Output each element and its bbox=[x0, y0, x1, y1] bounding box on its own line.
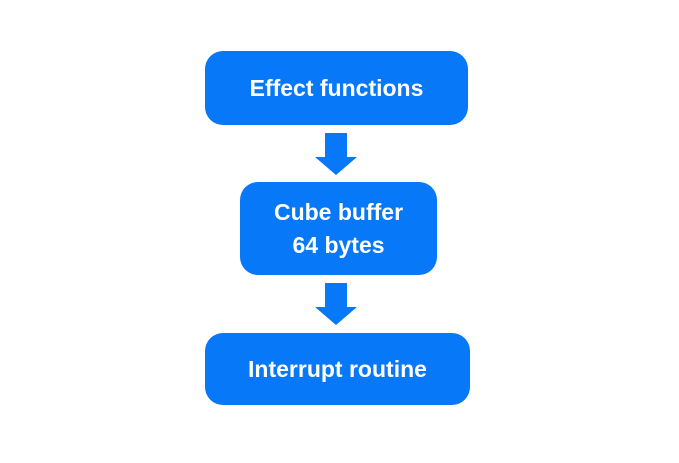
node-interrupt-routine: Interrupt routine bbox=[205, 333, 470, 405]
node-label: Effect functions bbox=[249, 74, 424, 101]
arrow-down-icon bbox=[315, 283, 357, 325]
node-effect-functions: Effect functions bbox=[205, 51, 468, 125]
node-label: Interrupt routine bbox=[248, 355, 427, 382]
node-sublabel: 64 bytes bbox=[292, 231, 385, 258]
node-label: Cube buffer bbox=[273, 198, 404, 225]
node-cube-buffer: Cube buffer 64 bytes bbox=[240, 182, 437, 275]
arrow-down-icon bbox=[315, 133, 357, 175]
